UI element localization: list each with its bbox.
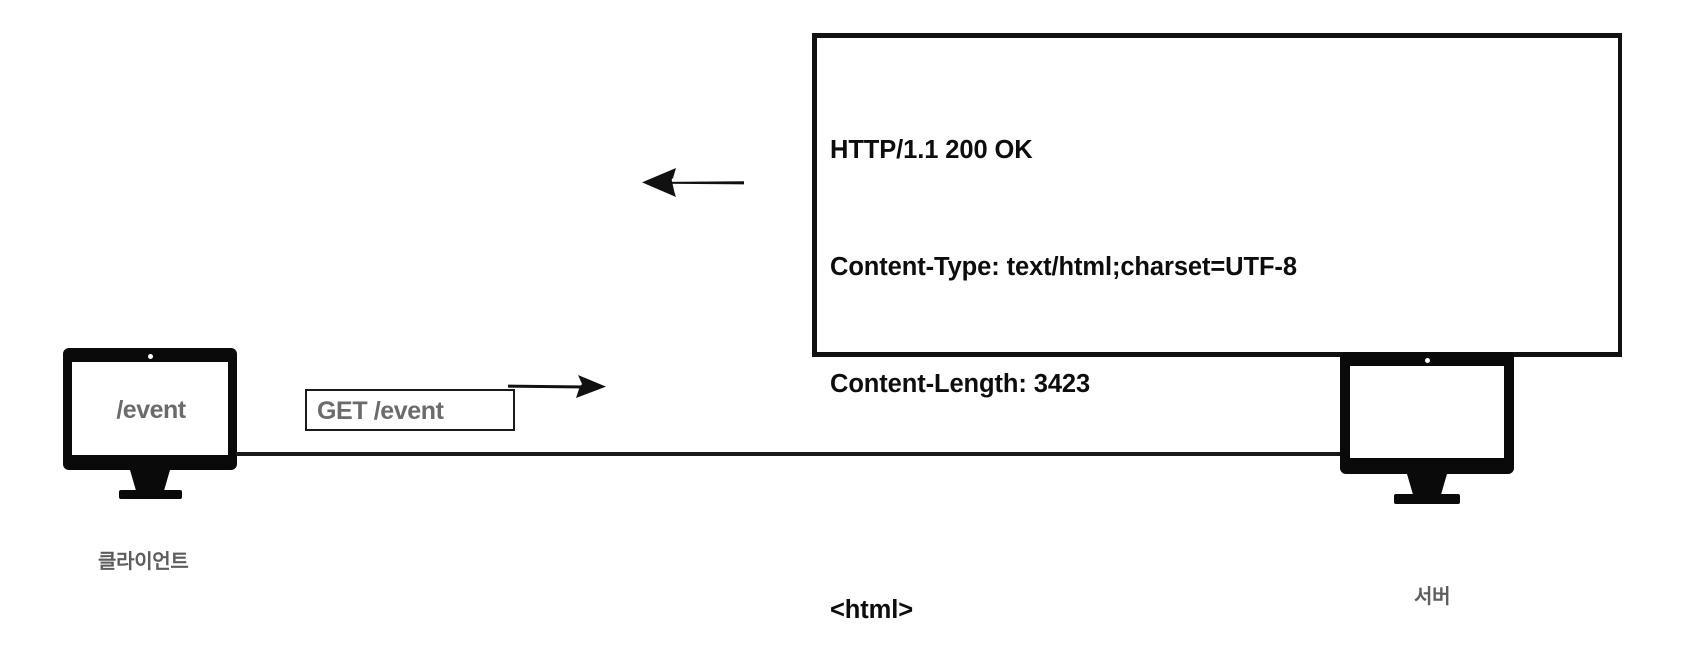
request-label-text: GET /event [317,397,444,425]
http-response-box: HTTP/1.1 200 OK Content-Type: text/html;… [812,33,1622,624]
server-monitor-screen [1350,366,1504,458]
server-caption: 서버 [1414,586,1451,608]
server-monitor-base [1394,494,1460,504]
response-header-content-length: Content-Length: 3423 [830,370,1091,398]
response-box-border-top [812,33,1622,38]
response-header-content-type: Content-Type: text/html;charset=UTF-8 [830,253,1297,281]
request-arrow [506,368,610,402]
server-monitor-neck [1407,474,1447,496]
request-label-box: GET /event [305,389,515,431]
response-status-line: HTTP/1.1 200 OK [830,136,1033,164]
arrow-left-icon [642,168,744,197]
client-monitor-base [119,490,182,499]
response-box-border-right [1618,33,1622,357]
http-response-text: HTTP/1.1 200 OK Content-Type: text/html;… [830,53,1612,654]
response-body-line-html-open: <html> [830,596,914,624]
server-monitor-icon [1340,352,1516,504]
client-caption: 클라이언트 [98,551,189,573]
response-box-border-left [812,33,817,357]
response-box-border-bottom [812,352,1622,357]
arrow-right-icon [508,375,606,398]
client-monitor-neck [130,470,170,492]
client-monitor-screen [72,362,228,455]
client-monitor-camera-dot [148,354,153,359]
client-screen-label: /event [116,396,186,424]
client-monitor-icon: /event [63,348,239,499]
response-arrow [640,160,750,204]
server-monitor-camera-dot [1425,358,1430,363]
client-server-connector-line [236,452,1346,456]
